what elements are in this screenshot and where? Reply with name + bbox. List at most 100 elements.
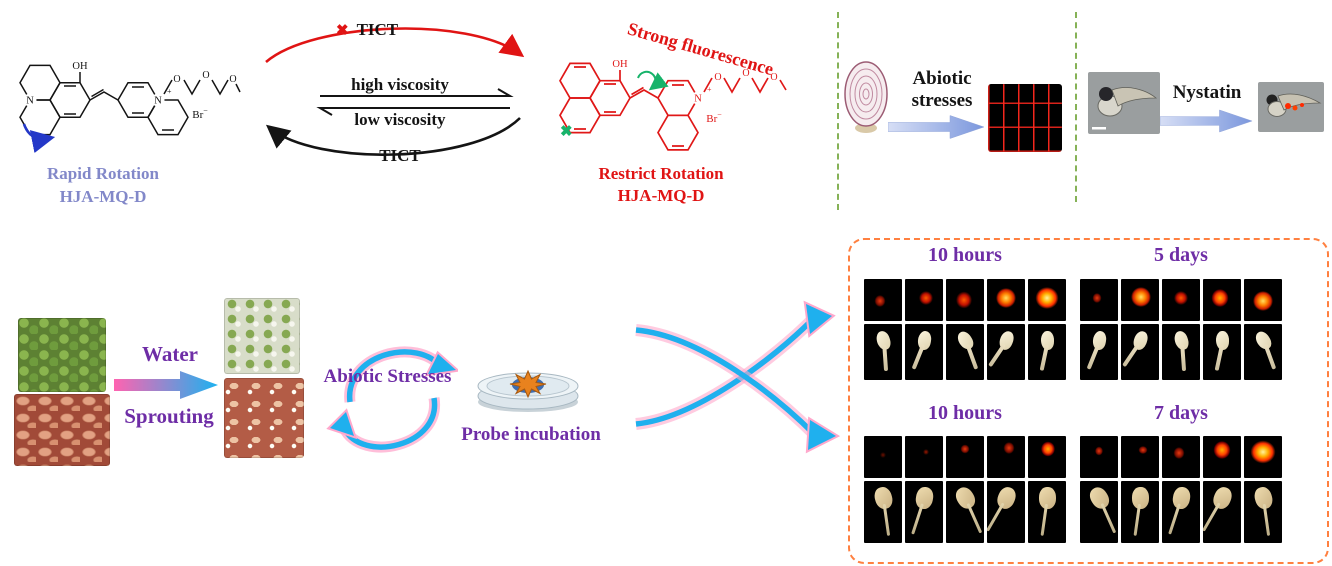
fluorescence-thumbnail [987, 279, 1025, 321]
water-sprouting-arrow [114, 371, 218, 399]
fluor-spot [1213, 441, 1231, 460]
atom-label-o: O [173, 74, 180, 85]
tict-bottom-text: TICT [379, 146, 421, 165]
sprout-shape [1252, 485, 1275, 511]
sprout-shape [1172, 329, 1191, 352]
fluorescence-thumbnail [1162, 436, 1200, 478]
fluorescence-thumbnail [905, 279, 943, 321]
fluorescence-row-mung-5d [1080, 279, 1282, 321]
sprout-thumbnail [1203, 324, 1241, 380]
molecule-structure-tict-state: OH N N + O O O Br− [19, 61, 241, 154]
fluorescence-thumbnail [987, 436, 1025, 478]
high-viscosity-label: high viscosity [351, 75, 449, 94]
brightfield-row-mung-5d [1080, 324, 1282, 380]
mung-beans-photo [18, 318, 106, 392]
sprout-thumbnail [1162, 481, 1200, 543]
fluorescence-thumbnail [1162, 279, 1200, 321]
fluor-spot [1092, 292, 1102, 303]
sprout-thumbnail [1162, 324, 1200, 380]
fluorescence-thumbnail [1203, 279, 1241, 321]
fluor-spot [1138, 446, 1148, 455]
fluorescence-row-mung-10h [864, 279, 1066, 321]
fluorescence-thumbnail [946, 279, 984, 321]
atom-label-o: O [742, 68, 749, 79]
sprout-shape [1039, 487, 1056, 509]
zebrafish-treated-illustration [1266, 93, 1322, 117]
sprout-thumbnail [1028, 481, 1066, 543]
fluor-spot [1040, 441, 1055, 457]
fluor-spot [996, 287, 1016, 308]
blue-gradient-arrow [888, 115, 985, 139]
onion-illustration [844, 61, 888, 133]
tict-active-arc-arrow [265, 117, 521, 156]
fluorescence-thumbnail [1080, 436, 1118, 478]
brightfield-row-peanut-7d [1080, 481, 1282, 543]
stresses-word: stresses [911, 89, 973, 111]
fluor-spot [1035, 286, 1059, 309]
fluor-spot [1003, 441, 1015, 454]
sprout-thumbnail [1203, 481, 1241, 543]
red-cross-icon: ✖ [336, 23, 349, 39]
sprout-thumbnail [864, 481, 902, 543]
atom-label-o: O [770, 72, 777, 83]
atom-label-n: N [26, 96, 34, 107]
onion-cells-fluorescence-image [988, 84, 1062, 152]
restricted-rotation-arrow-green [637, 70, 669, 91]
atom-label-o: O [202, 70, 209, 81]
dashed-separator [837, 12, 839, 210]
probe-starburst-icon [509, 369, 547, 399]
fluor-spot [1174, 290, 1188, 305]
sprout-thumbnail [1028, 324, 1066, 380]
low-viscosity-label: low viscosity [354, 110, 446, 129]
results-panel: 10 hours 5 days [848, 238, 1329, 564]
sprouted-mung-photo [224, 298, 300, 374]
brightfield-row-mung-10h [864, 324, 1066, 380]
sprout-thumbnail [1244, 324, 1282, 380]
sprout-shape [914, 485, 935, 511]
sprout-thumbnail [946, 481, 984, 543]
zebrafish-fluorescence-image [1258, 82, 1324, 132]
scale-bar [1092, 127, 1106, 130]
fluorescence-thumbnail [1244, 436, 1282, 478]
fluorescence-thumbnail [864, 436, 902, 478]
rotation-arrow-blue [22, 123, 56, 154]
fluorescence-row-peanut-7d [1080, 436, 1282, 478]
fluor-spot [1250, 440, 1276, 464]
fluor-spot [918, 290, 933, 305]
fluorescence-thumbnail [1121, 436, 1159, 478]
sprout-thumbnail [1244, 481, 1282, 543]
petri-dish-icon [477, 369, 579, 412]
fluorescence-thumbnail [1121, 279, 1159, 321]
sprout-thumbnail [1080, 481, 1118, 543]
stress-cycle-arrows [326, 346, 458, 453]
sprout-shape [1041, 331, 1054, 350]
tict-top-text: TICT [356, 20, 399, 39]
fluorescence-row-peanut-10h [864, 436, 1066, 478]
sprout-shape [1130, 329, 1151, 352]
group1-left-header: 10 hours [928, 244, 1002, 266]
abiotic-word: Abiotic [912, 68, 972, 89]
atom-label-n-plus: N [694, 94, 702, 105]
molecule-structure-restricted-state: OH N + O O O Br− ✖ [559, 59, 787, 151]
sprout-shape [1086, 484, 1113, 512]
fluorescence-thumbnail [946, 436, 984, 478]
right-molecule-caption: Restrict Rotation [598, 164, 724, 183]
abiotic-stresses-label: Abiotic Stresses [323, 366, 452, 387]
sprout-thumbnail [987, 481, 1025, 543]
sprout-shape [1216, 331, 1229, 350]
fluor-spot [1253, 290, 1273, 311]
equilibrium-forward-harpoon [320, 88, 514, 97]
counterion-br: Br− [706, 110, 722, 125]
sprout-shape [874, 329, 893, 352]
counterion-br: Br− [192, 106, 208, 121]
atom-label-o: O [714, 72, 721, 83]
fluor-spot [874, 294, 886, 307]
sprout-shape [1091, 330, 1108, 351]
sprout-thumbnail [864, 324, 902, 380]
blue-gradient-arrow [1160, 109, 1253, 133]
charge-plus: + [707, 85, 712, 94]
atom-label-oh: OH [72, 61, 88, 72]
group2-right-header: 7 days [1154, 402, 1208, 424]
fluorescence-thumbnail [1028, 436, 1066, 478]
